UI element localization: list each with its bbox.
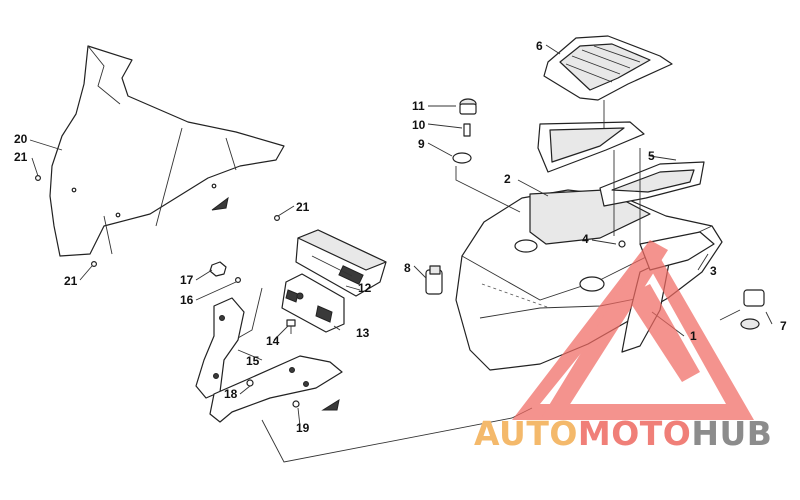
callout-1: 1 xyxy=(690,329,697,343)
callout-21-left: 21 xyxy=(14,150,28,164)
bolt-14 xyxy=(286,319,296,334)
brand-word-hub: HUB xyxy=(691,414,773,453)
callout-10: 10 xyxy=(412,118,426,132)
vent-frame-upper xyxy=(537,121,645,173)
callout-15: 15 xyxy=(246,354,260,368)
screw-4 xyxy=(618,240,626,248)
callout-labels: 1 2 3 4 5 6 7 8 9 10 11 12 13 14 15 16 1… xyxy=(14,39,787,435)
callout-2: 2 xyxy=(504,172,511,186)
watermark-brand-text: AUTOMOTOHUB xyxy=(474,414,772,453)
windshield xyxy=(49,45,285,257)
callout-21-right: 21 xyxy=(296,200,310,214)
callout-4: 4 xyxy=(582,232,589,246)
callout-3: 3 xyxy=(710,264,717,278)
screw-19 xyxy=(292,400,300,408)
callout-13: 13 xyxy=(356,326,370,340)
callout-6: 6 xyxy=(536,39,543,53)
callout-8: 8 xyxy=(404,261,411,275)
direction-arrow-icon xyxy=(321,398,340,411)
direction-arrow-icon xyxy=(211,196,229,211)
knob-assembly xyxy=(452,98,477,164)
callout-21-bottom: 21 xyxy=(64,274,78,288)
mounting-bracket xyxy=(281,273,345,333)
callout-17: 17 xyxy=(180,273,194,287)
watermark-triangle-logo xyxy=(512,240,754,420)
callout-16: 16 xyxy=(180,293,194,307)
switch-8 xyxy=(425,265,443,295)
accessory-7 xyxy=(740,289,765,330)
vent-frame-lower xyxy=(599,161,705,207)
callout-12: 12 xyxy=(358,281,372,295)
callout-19: 19 xyxy=(296,421,310,435)
callout-7: 7 xyxy=(780,319,787,333)
brand-word-moto: MOTO xyxy=(577,414,692,453)
screw-21-group xyxy=(34,175,281,268)
callout-11: 11 xyxy=(412,99,425,113)
support-bracket xyxy=(195,297,343,423)
callout-18: 18 xyxy=(224,387,238,401)
callout-14: 14 xyxy=(266,334,280,348)
washer-16 xyxy=(235,277,242,284)
callout-20: 20 xyxy=(14,132,28,146)
screw-18 xyxy=(246,379,254,387)
top-grille xyxy=(543,35,673,101)
nut-17 xyxy=(209,261,227,277)
gauge-housing xyxy=(295,229,387,297)
callout-9: 9 xyxy=(418,137,425,151)
callout-5: 5 xyxy=(648,149,655,163)
leader-lines xyxy=(29,44,773,463)
brand-word-auto: AUTO xyxy=(474,414,578,453)
